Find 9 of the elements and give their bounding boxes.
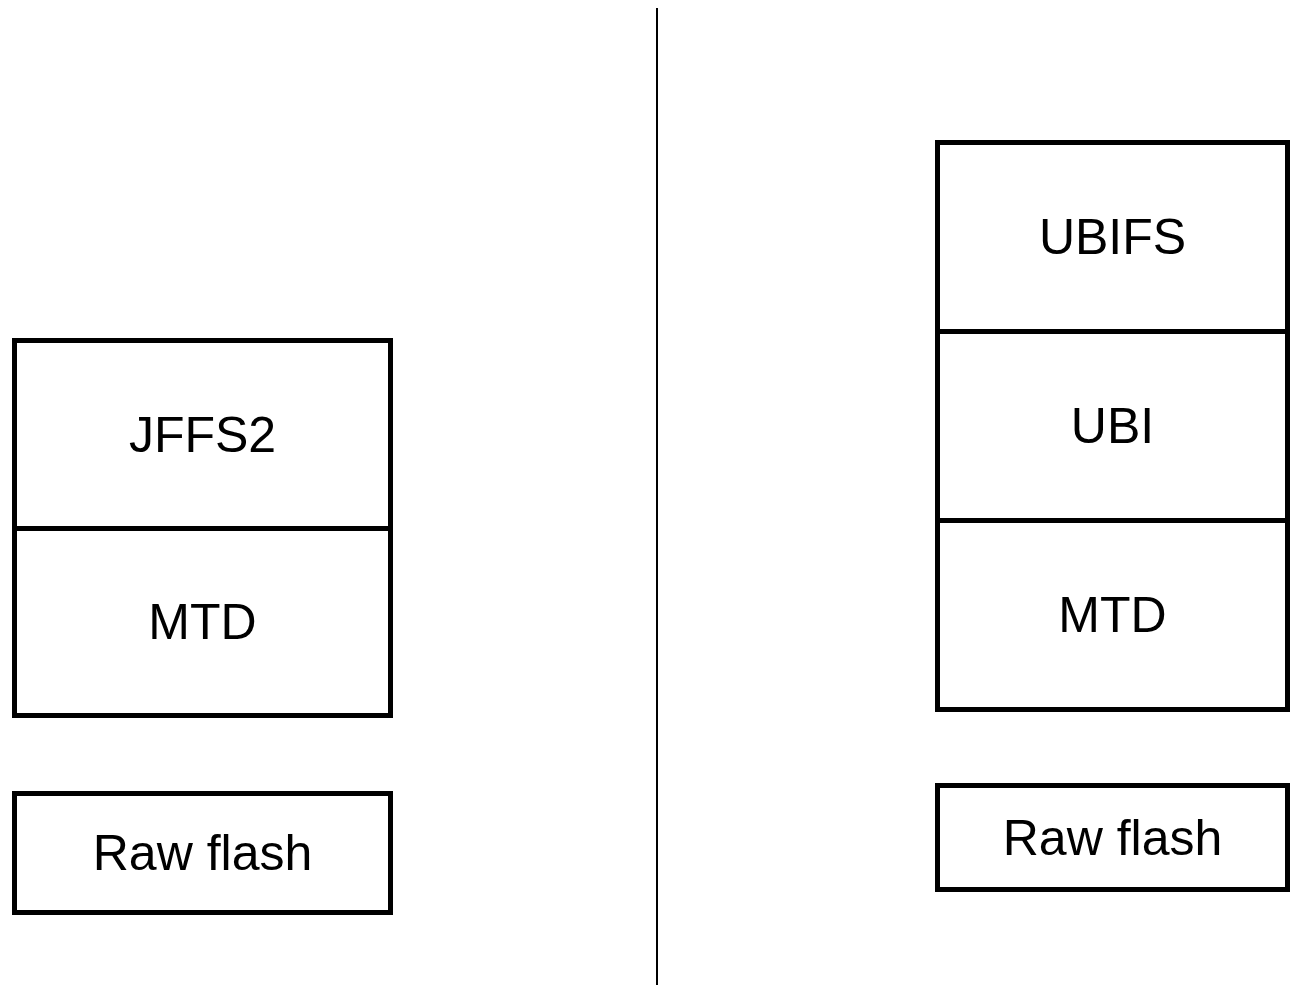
layer-label: MTD — [148, 593, 257, 651]
layer-label: Raw flash — [92, 824, 313, 882]
layer-label: MTD — [1058, 586, 1167, 644]
layer-box — [935, 783, 1290, 892]
layer-label: JFFS2 — [128, 405, 277, 464]
layer-label: UBI — [1070, 397, 1155, 455]
layer-box — [12, 791, 393, 915]
layer-label: Raw flash — [1002, 808, 1223, 867]
layer-label: UBIFS — [1038, 208, 1187, 266]
